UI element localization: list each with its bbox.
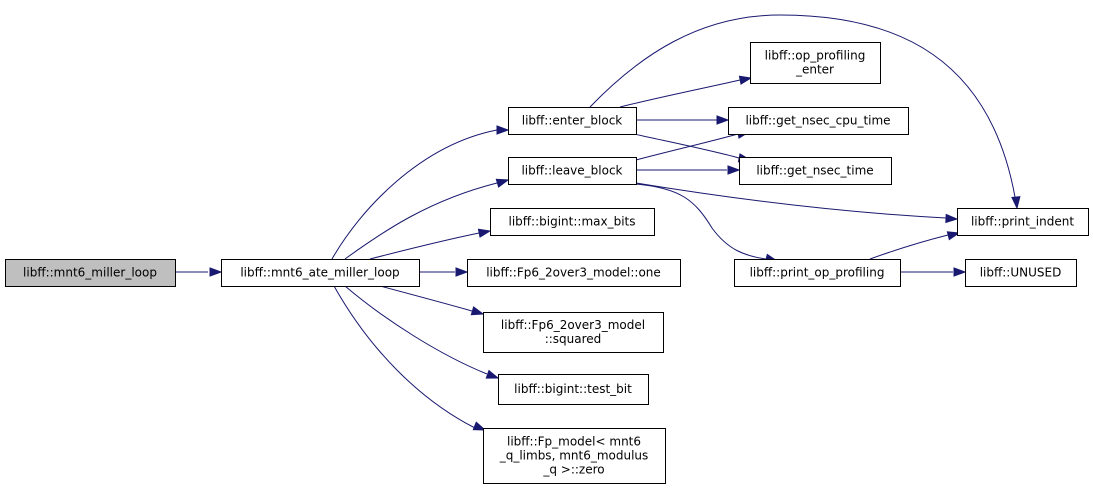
node-label: libff::Fp6_2over3_model [501, 318, 645, 332]
node-print-indent[interactable]: libff::print_indent [957, 208, 1089, 236]
node-label: libff::UNUSED [980, 266, 1062, 280]
node-label: libff::bigint::max_bits [509, 215, 636, 229]
node-label: libff::get_nsec_time [756, 164, 873, 178]
edge-print_op_profiling-to-unused [900, 267, 967, 277]
edge-leave_block-to-print_indent [635, 182, 959, 224]
edge-enter_block-to-op_profiling_enter [619, 75, 753, 108]
node-label: libff::leave_block [521, 164, 622, 178]
node-label: libff::op_profiling [765, 49, 866, 63]
edge-mnt6_ate_miller_loop-to-leave_block [344, 178, 510, 260]
edge-enter_block-to-get_nsec_cpu_time [636, 115, 730, 125]
edge-mnt6_ate_miller_loop-to-fp6_squared [379, 285, 485, 316]
node-fp6-one[interactable]: libff::Fp6_2over3_model::one [467, 259, 681, 287]
node-op-profiling-enter[interactable]: libff::op_profiling_enter [750, 42, 881, 84]
edge-mnt6_ate_miller_loop-to-max_bits [369, 228, 492, 260]
node-leave-block[interactable]: libff::leave_block [508, 157, 637, 185]
node-test-bit[interactable]: libff::bigint::test_bit [498, 374, 649, 405]
edge-leave_block-to-get_nsec_time [636, 165, 741, 175]
edge-mnt6_ate_miller_loop-to-fp6_one [419, 267, 469, 277]
edge-mnt6_ate_miller_loop-to-enter_block [331, 125, 510, 260]
node-label: libff::Fp_model< mnt6 [507, 435, 641, 449]
node-mnt6-miller-loop[interactable]: libff::mnt6_miller_loop [5, 259, 176, 287]
node-enter-block[interactable]: libff::enter_block [508, 107, 637, 135]
node-label: libff::print_indent [971, 215, 1074, 229]
edge-leave_block-to-print_op_profiling [635, 183, 779, 263]
edge-enter_block-to-get_nsec_time [633, 133, 752, 163]
edge-mnt6_miller_loop-to-mnt6_ate_miller_loop [175, 267, 223, 277]
node-label: _q >::zero [542, 463, 604, 477]
edge-enter_block-to-print_indent [589, 14, 1021, 210]
node-unused[interactable]: libff::UNUSED [965, 259, 1077, 287]
node-max-bits[interactable]: libff::bigint::max_bits [490, 208, 655, 236]
node-label: libff::get_nsec_cpu_time [745, 114, 890, 128]
node-label: libff::Fp6_2over3_model::one [486, 266, 661, 280]
node-fp6-squared[interactable]: libff::Fp6_2over3_model::squared [483, 312, 664, 353]
edges [175, 14, 1021, 431]
edge-mnt6_ate_miller_loop-to-fp_zero [333, 285, 487, 431]
node-label: ::squared [545, 332, 602, 346]
edge-mnt6_ate_miller_loop-to-test_bit [344, 285, 500, 379]
node-label: libff::mnt6_miller_loop [23, 266, 157, 280]
node-label: libff::print_op_profiling [750, 266, 885, 280]
edge-print_op_profiling-to-print_indent [869, 231, 961, 260]
node-get-nsec-time[interactable]: libff::get_nsec_time [739, 157, 892, 185]
node-label: libff::mnt6_ate_miller_loop [240, 266, 399, 280]
node-get-nsec-cpu-time[interactable]: libff::get_nsec_cpu_time [728, 107, 909, 135]
node-label: _enter [795, 63, 834, 77]
node-label: libff::enter_block [522, 114, 623, 128]
node-label: _q_limbs, mnt6_modulus [499, 449, 649, 463]
node-mnt6-ate-miller-loop[interactable]: libff::mnt6_ate_miller_loop [221, 259, 420, 287]
node-print-op-profiling[interactable]: libff::print_op_profiling [734, 259, 901, 287]
node-fp-zero[interactable]: libff::Fp_model< mnt6_q_limbs, mnt6_modu… [483, 428, 666, 484]
nodes: libff::mnt6_miller_loop libff::mnt6_ate_m… [5, 42, 1089, 484]
node-label: libff::bigint::test_bit [514, 382, 632, 396]
